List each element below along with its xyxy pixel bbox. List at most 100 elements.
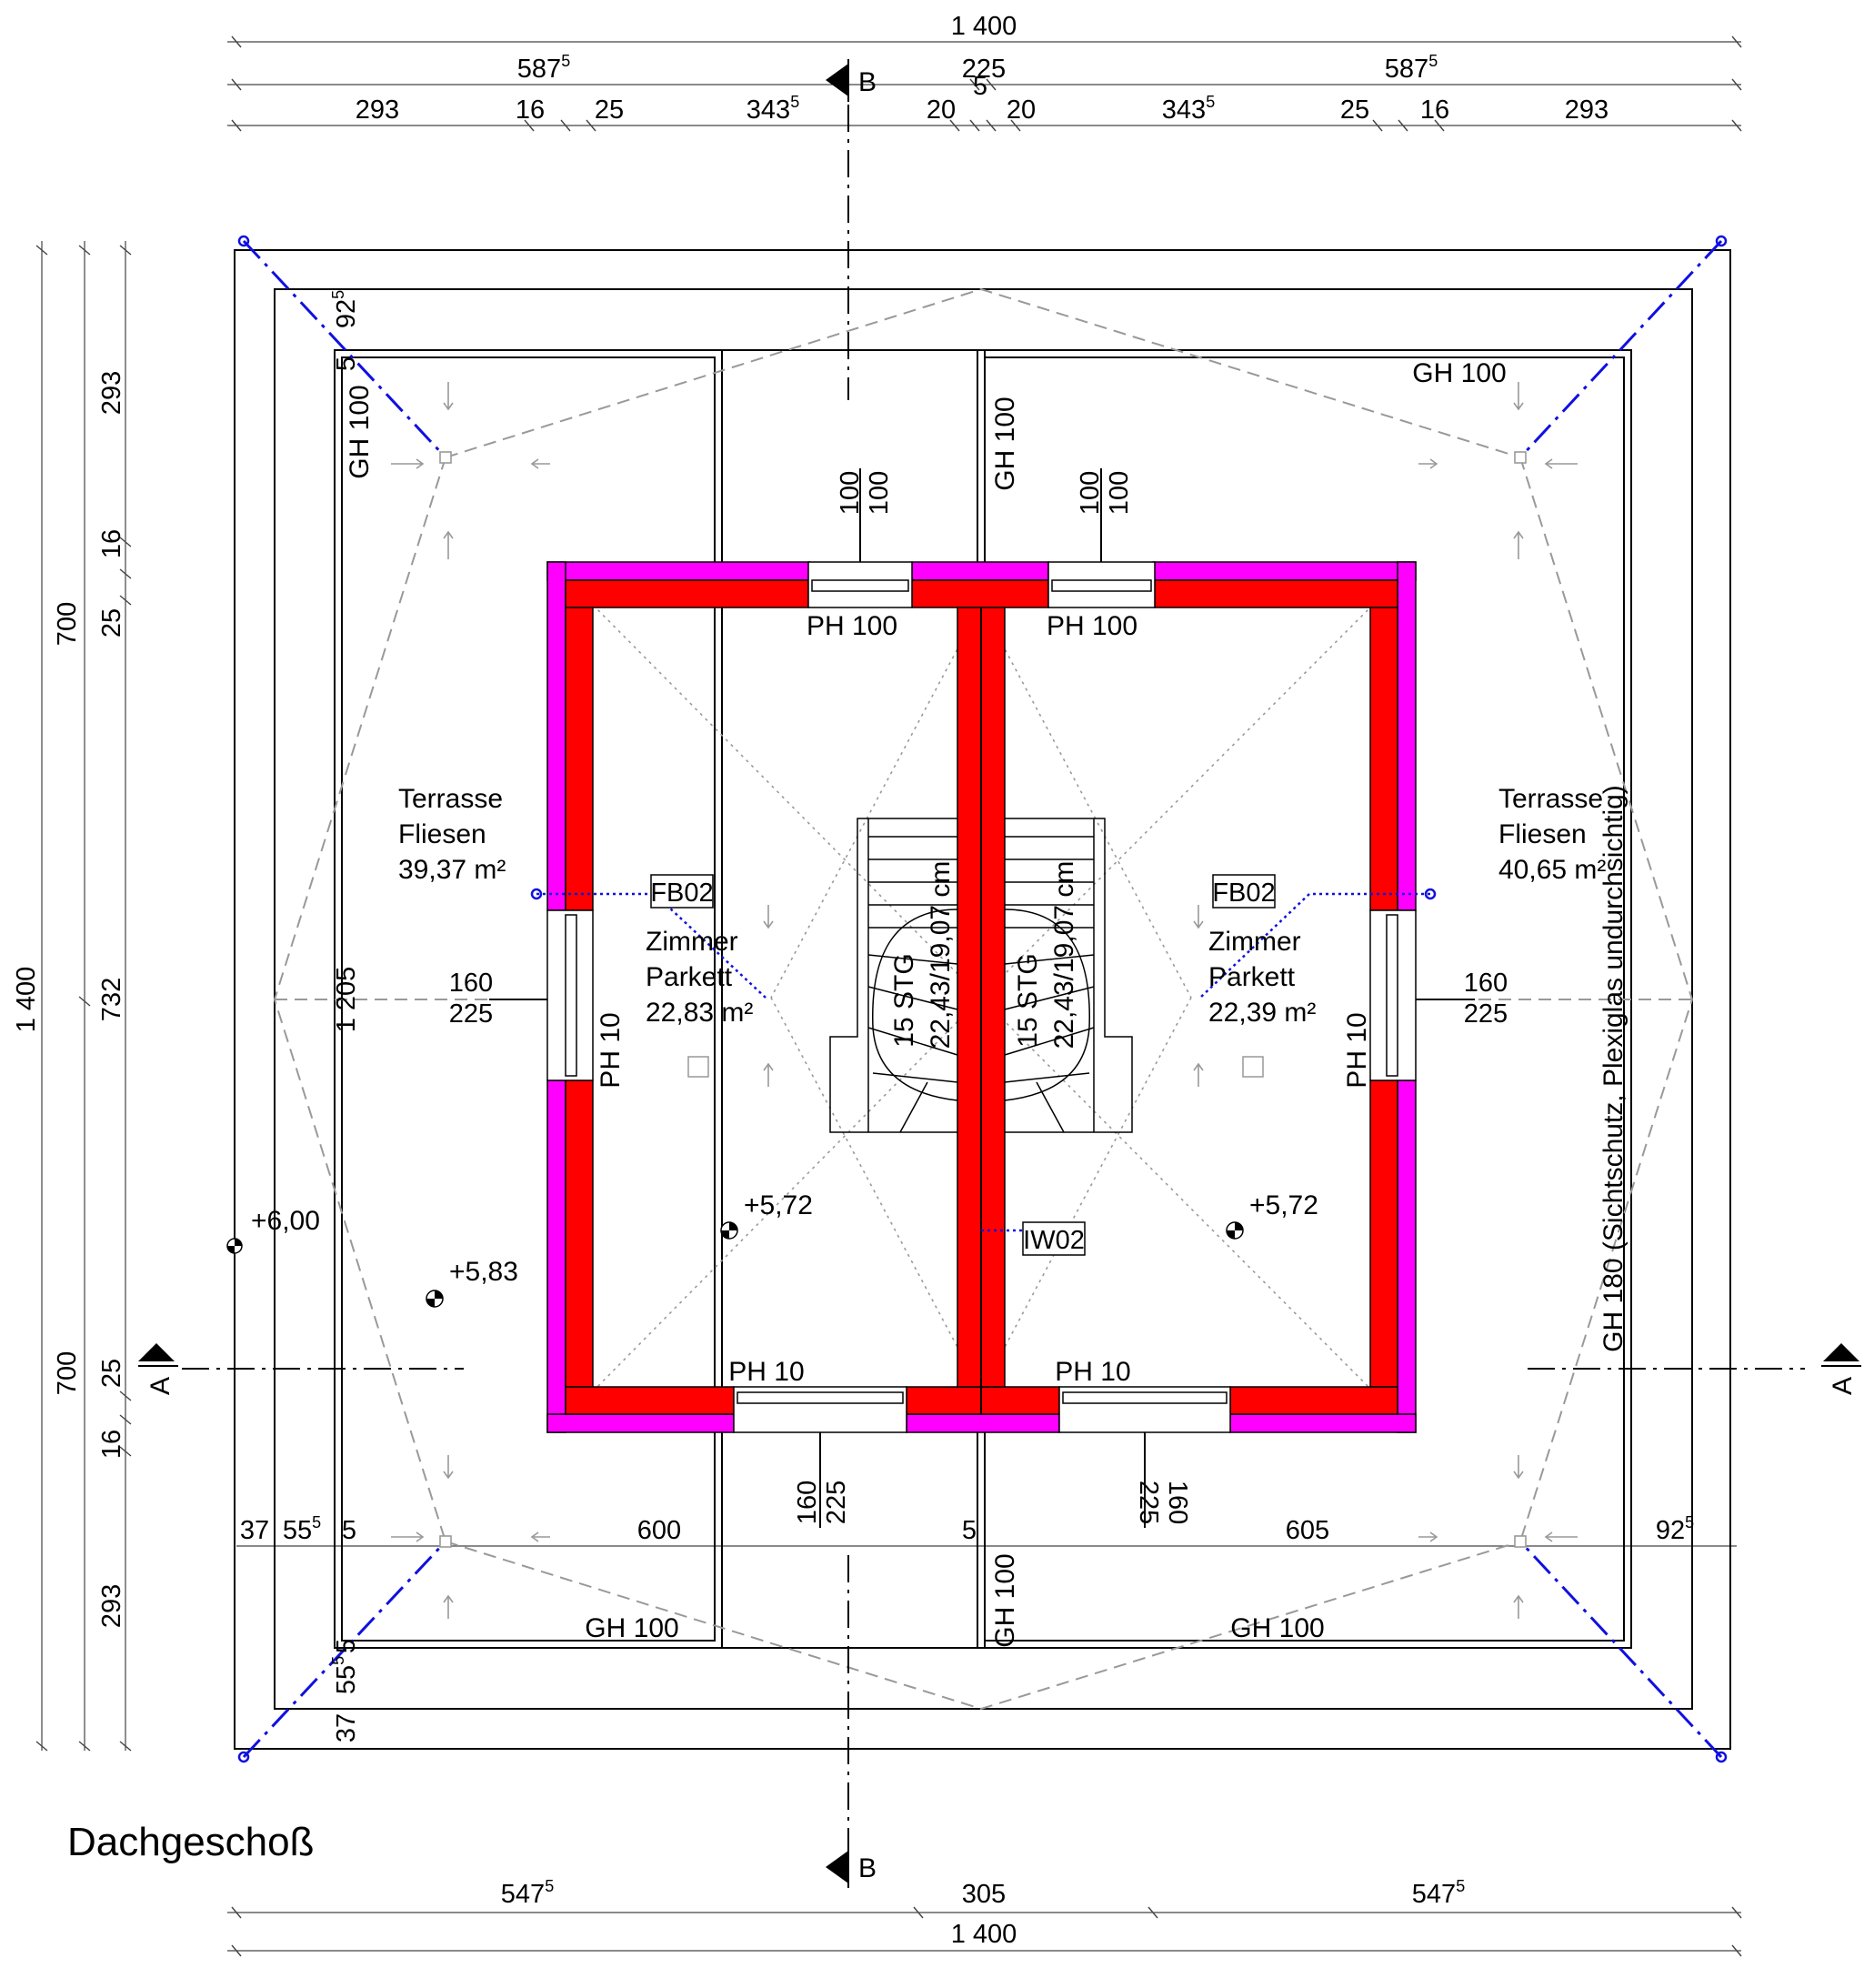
- dim-left-half-bottom: 700: [53, 1351, 82, 1395]
- window-right-ph: PH 10: [1342, 1012, 1372, 1088]
- dim-inner-top-925: 925: [329, 290, 361, 328]
- railing-gh100-mid-bottom: GH 100: [990, 1553, 1020, 1647]
- dim-top-mid-right: 5875: [1385, 52, 1438, 84]
- dim-row-1215-item: 925: [1656, 1513, 1694, 1545]
- dim-top-row3-item: 293: [1565, 95, 1608, 125]
- level-labels: +5,72 +5,72 +5,83 +6,00: [251, 1190, 1318, 1287]
- tag-fb02-left: FB02: [650, 879, 713, 908]
- window-top-right-dim-2: 100: [1105, 471, 1134, 515]
- component-tags: FB02 FB02 IW02: [650, 874, 1276, 1256]
- window-bottom-left-ph: PH 10: [728, 1357, 804, 1387]
- stair-labels: 15 STG 22,43/19,07 cm 15 STG 22,43/19,07…: [889, 861, 1079, 1049]
- dim-row-1215-item: 37: [240, 1516, 269, 1545]
- dimension-texts: 1 400 5875 225 5875 293 16 25 3435 20 5 20 3435…: [12, 12, 1694, 1949]
- railing-gh100-top-right: GH 100: [1412, 358, 1506, 388]
- dim-top-row3-item: 16: [516, 95, 545, 125]
- window-bottom-right-dim-2: 225: [1134, 1481, 1163, 1524]
- flow-arrows: [391, 382, 1578, 1619]
- dim-left-middle: 732: [97, 978, 126, 1021]
- window-top-left-dim-1: 100: [836, 471, 865, 515]
- dim-left-top-1: 293: [97, 371, 126, 415]
- dim-top-row3-item: 20: [1007, 95, 1036, 125]
- tag-iw02: IW02: [1023, 1226, 1085, 1255]
- dim-top-row3-item: 5: [973, 72, 987, 101]
- dim-bottom-right: 5475: [1412, 1877, 1465, 1909]
- dim-top-row3-item: 25: [1340, 95, 1369, 125]
- dim-row-1215-item: 5: [962, 1516, 977, 1545]
- stair-right-label: 15 STG: [1013, 953, 1043, 1047]
- window-bottom-left-dim-1: 160: [793, 1481, 822, 1524]
- window-top-left-ph: PH 100: [807, 611, 897, 641]
- railing-gh180: GH 180 (Sichtschutz, Plexiglas undurchsi…: [1598, 785, 1628, 1352]
- dimension-lines: [35, 35, 1742, 1957]
- stair-left-label: 15 STG: [889, 953, 919, 1047]
- window-bottom-right-ph: PH 10: [1055, 1357, 1130, 1387]
- window-right-dim-1: 160: [1464, 969, 1508, 998]
- section-marker-symbols: [138, 59, 1861, 1888]
- window-top-right-ph: PH 100: [1047, 611, 1137, 641]
- window-left-dim-2: 225: [449, 999, 493, 1029]
- dim-inner-top-5: 5: [332, 356, 361, 371]
- tag-fb02-right: FB02: [1212, 879, 1275, 908]
- window-right-dim-2: 225: [1464, 999, 1508, 1029]
- dim-top-mid-left: 5875: [517, 52, 570, 84]
- railing-gh100-bottom-left: GH 100: [585, 1613, 678, 1643]
- section-marker-labels: B B A A: [145, 67, 1858, 1883]
- window-bottom-left-dim-2: 225: [822, 1481, 851, 1524]
- dim-top-row3-item: 3435: [1162, 93, 1215, 125]
- window-bottom-right-dim-1: 160: [1163, 1481, 1192, 1524]
- dim-row-1215-item: 5: [342, 1516, 356, 1545]
- dim-top-row3-item: 16: [1420, 95, 1449, 125]
- section-right-a: A: [1828, 1377, 1858, 1395]
- dim-bottom-center: 305: [962, 1880, 1006, 1909]
- windows: [489, 468, 1475, 1528]
- dim-left-total: 1 400: [12, 967, 41, 1033]
- dim-left-bottom-3: 293: [97, 1584, 126, 1628]
- dim-left-top-3: 25: [97, 608, 126, 638]
- drain-lines: [237, 235, 1728, 1763]
- window-labels: PH 100 PH 100 100 100 100 100 PH 10 PH 1…: [449, 471, 1508, 1524]
- level-outer: +6,00: [251, 1206, 320, 1236]
- dim-bottom-total: 1 400: [951, 1920, 1017, 1949]
- railing-gh100-mid-top: GH 100: [990, 397, 1020, 490]
- dim-row-1215-item: 555: [283, 1513, 321, 1545]
- window-top-right-dim-1: 100: [1076, 471, 1105, 515]
- dim-top-total: 1 400: [951, 12, 1017, 41]
- railing-gh100-bottom-right: GH 100: [1230, 1613, 1324, 1643]
- level-terrace: +5,83: [449, 1257, 518, 1287]
- dim-bottom-left: 5475: [501, 1877, 554, 1909]
- dim-left-half-top: 700: [53, 602, 82, 646]
- drain-points: [439, 451, 1527, 1548]
- roof-lines: [273, 287, 1694, 1711]
- section-left-a: A: [145, 1377, 175, 1395]
- walls: [546, 561, 1417, 1433]
- dim-left-bottom-1: 25: [97, 1359, 126, 1388]
- stair-left-dims: 22,43/19,07 cm: [926, 861, 956, 1049]
- level-room-left: +5,72: [744, 1190, 813, 1220]
- dim-top-row3-item: 3435: [747, 93, 799, 125]
- window-left-ph: PH 10: [596, 1012, 626, 1088]
- stair-right-dims: 22,43/19,07 cm: [1049, 861, 1079, 1049]
- dim-inner-left-1205: 1 205: [332, 967, 361, 1033]
- dim-row-1215-item: 605: [1286, 1516, 1329, 1545]
- drawing-title: Dachgeschoß: [67, 1820, 314, 1864]
- railing-gh100-top-left: GH 100: [345, 385, 375, 478]
- dim-top-row3-item: 20: [927, 95, 956, 125]
- dim-left-top-2: 16: [97, 529, 126, 558]
- section-top-b: B: [858, 67, 877, 97]
- section-lines: [182, 105, 1805, 1846]
- dim-lower-left-vertical-item: 37: [332, 1713, 361, 1742]
- dim-top-row3: 293 16 25 3435 20 5 20 3435 25 16 293: [356, 72, 1608, 125]
- window-left-dim-1: 160: [449, 969, 493, 998]
- railing-labels: GH 100 GH 100 GH 100 GH 100 GH 100 GH 10…: [345, 358, 1628, 1648]
- dim-top-row3-item: 293: [356, 95, 399, 125]
- dim-top-row3-item: 25: [595, 95, 624, 125]
